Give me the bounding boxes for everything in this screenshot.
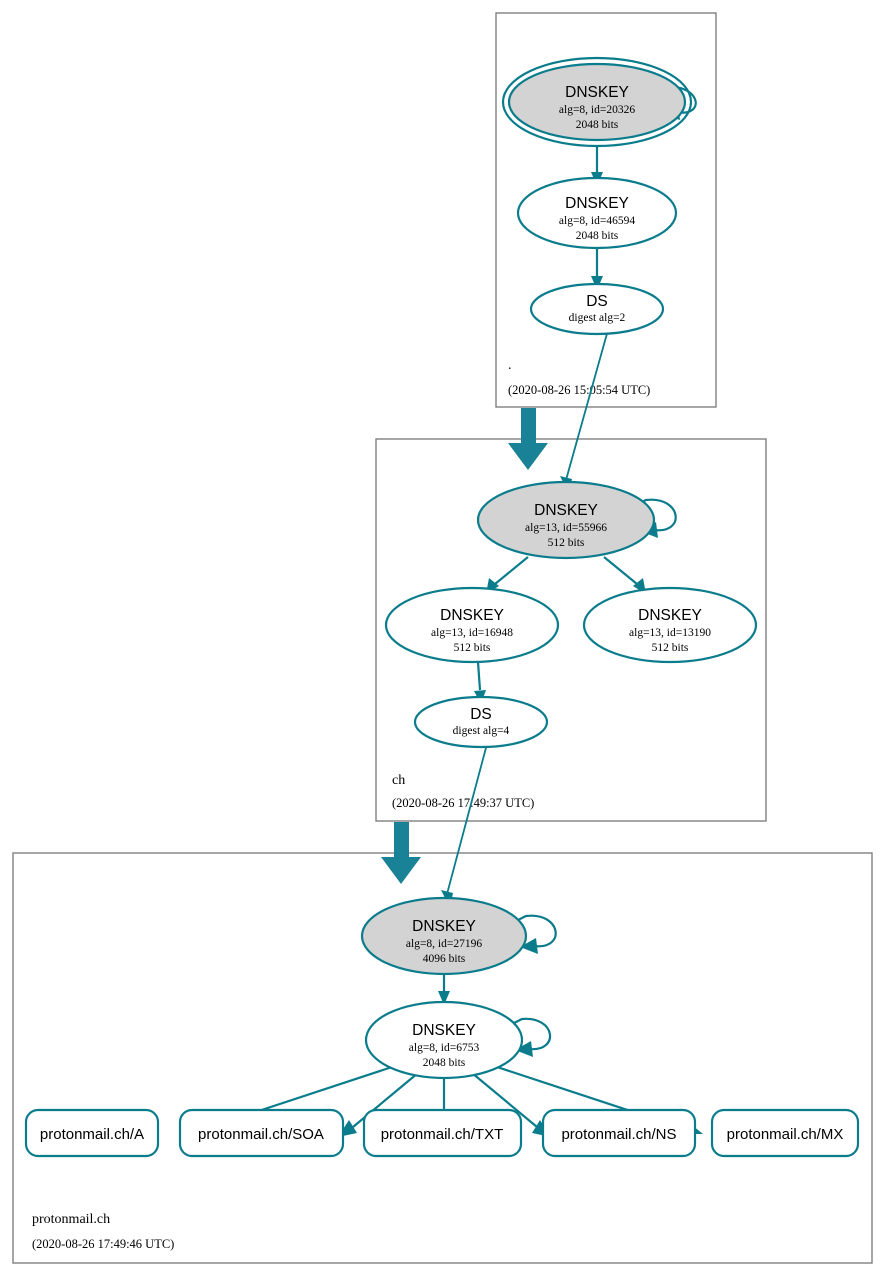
node-dnskey-root-ksk[interactable]: DNSKEY alg=8, id=20326 2048 bits bbox=[501, 56, 693, 148]
zone-timestamp-protonmail: (2020-08-26 17:49:46 UTC) bbox=[32, 1237, 174, 1251]
node-size-label: 2048 bits bbox=[423, 1057, 466, 1069]
node-dnskey-ch-ksk[interactable]: DNSKEY alg=13, id=55966 512 bits bbox=[476, 480, 656, 560]
self-loop-pm-zsk bbox=[513, 1017, 552, 1057]
rrset-protonmail-ch-txt[interactable]: protonmail.ch/TXT bbox=[362, 1108, 523, 1158]
zone-label-ch: ch bbox=[392, 773, 405, 788]
node-type-label: DNSKEY bbox=[565, 195, 629, 212]
node-ds-root[interactable]: DS digest alg=2 bbox=[529, 282, 665, 336]
node-dnskey-ch-zsk1[interactable]: DNSKEY alg=13, id=16948 512 bits bbox=[384, 586, 560, 664]
node-detail-label: digest alg=4 bbox=[453, 725, 510, 737]
rrset-protonmail-ch-mx[interactable]: protonmail.ch/MX bbox=[710, 1108, 860, 1158]
delegation-arrow-ch-to-protonmail bbox=[381, 822, 421, 884]
zone-label-root: . bbox=[508, 358, 512, 373]
self-loop-pm-ksk bbox=[517, 914, 557, 954]
node-ds-ch[interactable]: DS digest alg=4 bbox=[413, 695, 549, 749]
node-type-label: DS bbox=[470, 706, 492, 723]
zone-timestamp-root: (2020-08-26 15:05:54 UTC) bbox=[508, 383, 650, 397]
node-detail-label: alg=8, id=27196 bbox=[406, 938, 482, 950]
rrset-label: protonmail.ch/A bbox=[40, 1126, 144, 1143]
rrset-protonmail-ch-a[interactable]: protonmail.ch/A bbox=[24, 1108, 160, 1158]
node-type-label: DNSKEY bbox=[638, 607, 702, 624]
node-type-label: DNSKEY bbox=[565, 84, 629, 101]
node-size-label: 2048 bits bbox=[576, 119, 619, 131]
node-size-label: 512 bits bbox=[548, 537, 585, 549]
node-detail-label: alg=13, id=16948 bbox=[431, 627, 513, 639]
rrset-protonmail-ch-ns[interactable]: protonmail.ch/NS bbox=[541, 1108, 697, 1158]
rrset-label: protonmail.ch/TXT bbox=[381, 1126, 504, 1143]
node-detail-label: alg=8, id=46594 bbox=[559, 215, 635, 227]
delegation-arrow-root-to-ch bbox=[508, 408, 548, 470]
node-type-label: DNSKEY bbox=[534, 502, 598, 519]
rrset-label: protonmail.ch/NS bbox=[561, 1126, 676, 1143]
rrset-label: protonmail.ch/MX bbox=[727, 1126, 844, 1143]
node-type-label: DNSKEY bbox=[412, 918, 476, 935]
node-detail-label: alg=8, id=6753 bbox=[409, 1042, 480, 1054]
node-dnskey-pm-ksk[interactable]: DNSKEY alg=8, id=27196 4096 bits bbox=[360, 896, 528, 976]
node-type-label: DNSKEY bbox=[412, 1022, 476, 1039]
node-dnskey-pm-zsk[interactable]: DNSKEY alg=8, id=6753 2048 bits bbox=[364, 1000, 524, 1080]
node-dnskey-ch-zsk2[interactable]: DNSKEY alg=13, id=13190 512 bits bbox=[582, 586, 758, 664]
node-detail-label: digest alg=2 bbox=[569, 312, 626, 324]
zone-timestamp-ch: (2020-08-26 17:49:37 UTC) bbox=[392, 796, 534, 810]
node-type-label: DS bbox=[586, 293, 608, 310]
rrset-protonmail-ch-soa[interactable]: protonmail.ch/SOA bbox=[178, 1108, 345, 1158]
node-size-label: 2048 bits bbox=[576, 230, 619, 242]
node-dnskey-root-zsk[interactable]: DNSKEY alg=8, id=46594 2048 bits bbox=[516, 176, 678, 250]
edge-pm-ksk-to-zsk bbox=[438, 974, 450, 1005]
node-size-label: 512 bits bbox=[454, 642, 491, 654]
rrset-label: protonmail.ch/SOA bbox=[198, 1126, 324, 1143]
node-detail-label: alg=8, id=20326 bbox=[559, 104, 635, 116]
node-type-label: DNSKEY bbox=[440, 607, 504, 624]
node-detail-label: alg=13, id=13190 bbox=[629, 627, 711, 639]
node-detail-label: alg=13, id=55966 bbox=[525, 522, 607, 534]
node-size-label: 512 bits bbox=[652, 642, 689, 654]
zone-label-protonmail: protonmail.ch bbox=[32, 1212, 110, 1227]
node-size-label: 4096 bits bbox=[423, 953, 466, 965]
